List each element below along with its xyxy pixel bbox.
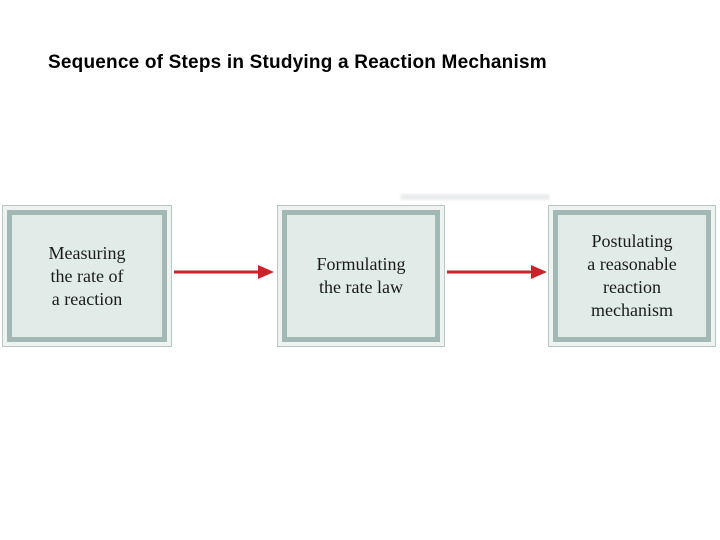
artifact-smudge <box>400 194 550 200</box>
arrowhead-icon <box>531 265 547 279</box>
page-title: Sequence of Steps in Studying a Reaction… <box>48 52 547 73</box>
flow-step-measuring-rate: Measuring the rate of a reaction <box>2 205 172 347</box>
flow-step-formulating-rate-law: Formulating the rate law <box>277 205 445 347</box>
flow-step-label: Formulating the rate law <box>316 254 406 297</box>
flow-step-label: Measuring the rate of a reaction <box>48 242 126 309</box>
flow-step-label: Postulating a reasonable reaction mechan… <box>587 231 677 320</box>
flow-step-postulating-mechanism: Postulating a reasonable reaction mechan… <box>548 205 716 347</box>
flow-step-inner-frame: Postulating a reasonable reaction mechan… <box>553 210 711 342</box>
arrow-shaft <box>447 270 535 274</box>
flow-step-inner-frame: Measuring the rate of a reaction <box>7 210 167 342</box>
arrowhead-icon <box>258 265 274 279</box>
flow-arrow-right-icon <box>174 265 274 279</box>
flow-step-inner-frame: Formulating the rate law <box>282 210 440 342</box>
flow-arrow-right-icon <box>447 265 547 279</box>
arrow-shaft <box>174 270 262 274</box>
